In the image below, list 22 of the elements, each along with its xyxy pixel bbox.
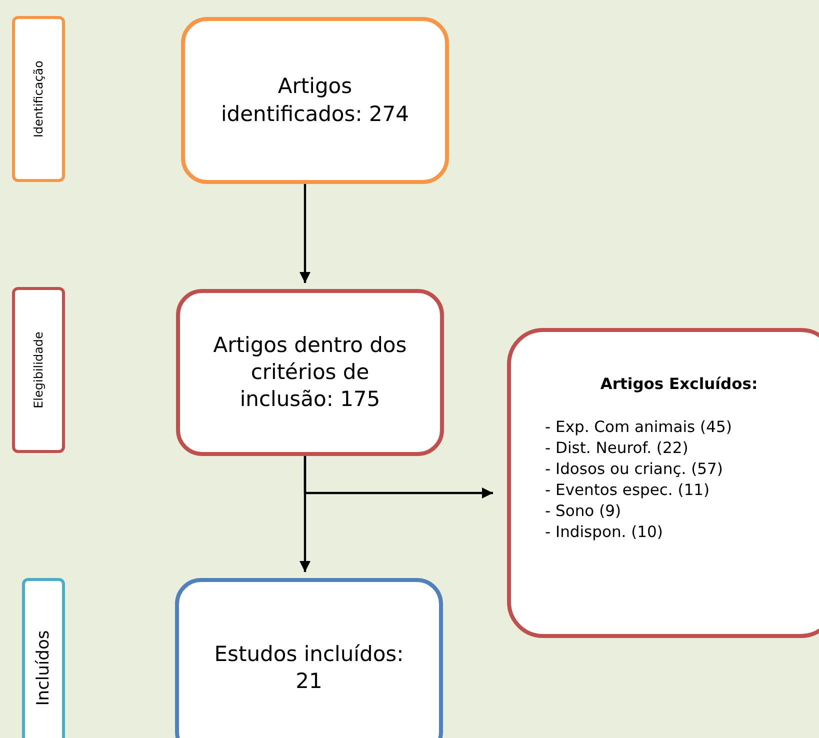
stage-label: Elegibilidade [32, 332, 46, 408]
arrow [304, 456, 493, 498]
list-item: - Exp. Com animais (45) [545, 416, 732, 438]
stage-label-box [12, 16, 65, 182]
stage-label: Incluídos [34, 630, 54, 706]
box-text: Artigos dentro dos critérios de inclusão: 175 [212, 332, 408, 414]
stage-label-box [22, 578, 65, 738]
process-box [176, 289, 444, 456]
list-item: - Dist. Neurof. (22) [545, 438, 688, 459]
arrow [300, 184, 310, 283]
exclusion-box [507, 328, 819, 638]
list-item: - Indispon. (10) [545, 522, 663, 542]
process-box [181, 17, 449, 184]
list-heading: Artigos Excluídos: [600, 374, 758, 395]
box-text: Artigos identificados: 274 [220, 73, 410, 128]
list-item: - Eventos espec. (11) [545, 480, 710, 501]
process-box [175, 578, 443, 738]
stage-label-box [12, 287, 65, 453]
box-text: Estudos incluídos: 21 [213, 640, 405, 695]
list-item: - Idosos ou crianç. (57) [545, 458, 723, 480]
stage-label: Identificação [32, 60, 46, 138]
list-item: - Sono (9) [545, 500, 622, 522]
